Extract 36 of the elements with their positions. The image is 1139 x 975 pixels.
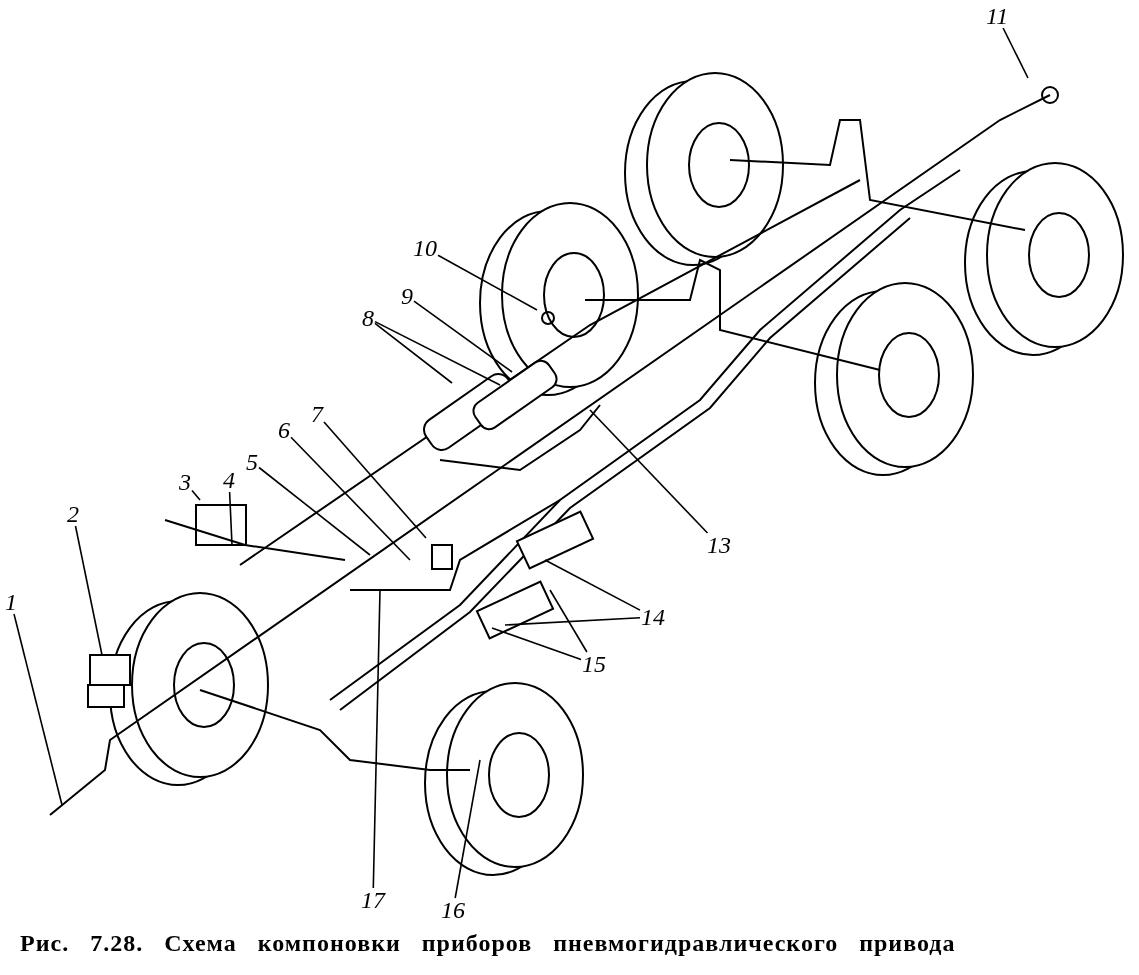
leader-line	[589, 409, 709, 534]
leader-line	[258, 466, 371, 556]
callout-number: 17	[360, 888, 386, 912]
leader-line	[372, 589, 381, 889]
figure-caption: Рис. 7.28. Схема компоновки приборов пневмогидравлического привода	[20, 930, 956, 957]
callout-number: 13	[706, 533, 732, 557]
leader-line	[413, 300, 513, 373]
callout-number: 16	[440, 898, 466, 922]
leader-line	[454, 759, 481, 899]
leader-line	[74, 525, 103, 656]
leader-line	[13, 613, 63, 806]
callout-number: 15	[581, 652, 607, 676]
leader-line	[228, 491, 233, 546]
leader-line	[374, 322, 453, 384]
leader-line	[191, 489, 201, 501]
callout-number: 5	[245, 450, 259, 474]
callout-number: 14	[640, 605, 666, 629]
leader-line	[549, 589, 588, 653]
callout-number: 4	[222, 468, 236, 492]
leader-line	[491, 627, 582, 661]
callout-number: 6	[277, 418, 291, 442]
callout-number: 8	[361, 306, 375, 330]
callout-number: 11	[985, 4, 1010, 28]
callout-number: 7	[310, 402, 324, 426]
callout-number: 2	[66, 502, 80, 526]
callout-number: 9	[400, 284, 414, 308]
callout-number: 1	[4, 590, 18, 614]
leader-line	[290, 436, 411, 561]
leader-line	[504, 616, 641, 626]
leader-line	[374, 320, 501, 386]
leader-line	[323, 421, 427, 539]
leader-line	[437, 254, 538, 311]
leader-line	[544, 559, 641, 611]
leader-line	[1002, 27, 1029, 79]
callout-number: 3	[178, 470, 192, 494]
callout-number: 10	[412, 236, 438, 260]
